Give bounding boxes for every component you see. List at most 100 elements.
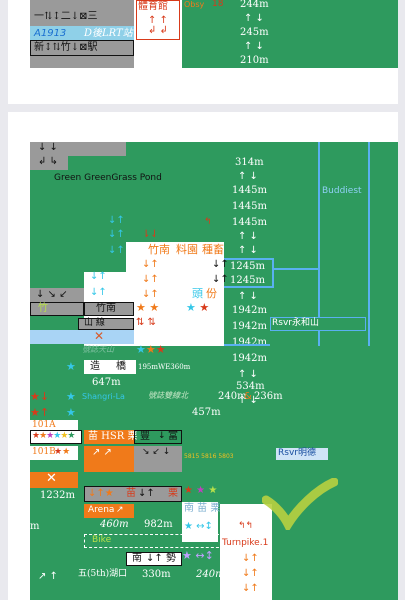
label-feng: 豐 (140, 431, 150, 442)
zhunan2-box (84, 302, 134, 316)
cyan-arrows-left: ↓↑ (90, 271, 107, 282)
star-violet: ★ ↔↕ (182, 549, 214, 562)
label-miao: 苗 (126, 488, 136, 499)
nanmiaoli-text: 南 苗 栗 (184, 503, 221, 514)
dist-330: 330m (142, 569, 171, 580)
top-arrows-1: ↑ ↓ (244, 13, 264, 24)
miaoli-stars-right: ★ ★ ★ (184, 485, 218, 496)
arrows-c: ↑ ↓ (238, 245, 258, 256)
dist-m-left: m (30, 521, 40, 532)
dist-314: 314m (235, 157, 264, 168)
top-row3-box (30, 40, 134, 56)
shanxian-box (78, 318, 134, 330)
top-obsy-name: Obsy (184, 0, 205, 9)
s101a-box (30, 420, 78, 430)
hsr-orange (84, 430, 134, 444)
top-row3: 新↕⇅竹↓⊠駅 (34, 42, 98, 53)
green-grass-label: Green GreenGrass Pond (54, 173, 162, 183)
cyan-star-zao: ★ (66, 360, 76, 373)
label-bike: Bike (92, 535, 112, 545)
miaoli-arrows-mid: ↓↑ (138, 488, 155, 499)
turnpike-arrows-2: ↓↑ (242, 568, 259, 579)
red-corner-arrow: ↰ (204, 217, 212, 227)
dist-1245-a: 1245m (230, 261, 265, 272)
label-fifth: 五(5th)湖口 (78, 569, 128, 579)
red-double-arrows: ⇅ ⇅ (136, 317, 156, 328)
grey-block-mid (134, 446, 182, 472)
label-arena: Arena (88, 505, 115, 515)
top-dist-3: 210m (240, 55, 269, 66)
obs2-label: 號誌雙線北 (148, 391, 188, 400)
cyan-arrow-1: ↓↑ (108, 215, 125, 226)
miaoli-arrows-left: ↓↑★ (88, 488, 114, 499)
left-bottom-arrows: ↗ ↑ (38, 571, 58, 582)
top-hall-box (136, 0, 180, 40)
dist-1245-b: 1245m (230, 275, 265, 286)
rsvr1-box (270, 317, 366, 331)
top-a1913: A1913 (34, 28, 67, 39)
orange-cross (30, 472, 78, 488)
label-shanxian: 山 線 (84, 318, 105, 328)
arrows-zhunan-1: ↓↑ (142, 259, 159, 270)
label-turnpike: Turnpike.1 (222, 538, 269, 548)
top-dist-1: 244m (240, 0, 269, 10)
nanshi-box (126, 552, 182, 566)
top-dist-2: 245m (240, 27, 269, 38)
dist-1942-b: 1942m (232, 321, 267, 332)
dist-1445-a: 1445m (232, 185, 267, 196)
top-green-block (182, 0, 398, 68)
dist-982: 982m (144, 519, 173, 530)
arena-arrow: ↗ (116, 505, 124, 515)
dist-460: 460m (100, 519, 129, 530)
label-hsr: 苗 HSR 栗 (88, 431, 138, 442)
check-mark-icon (262, 478, 338, 530)
grey-strip-2 (30, 156, 68, 170)
zhu-box (30, 302, 84, 316)
label-nanshi: 南 (132, 553, 142, 564)
dist-1232: 1232m (40, 490, 75, 501)
rsvr1-label: Rsvr永和山 (272, 318, 319, 328)
main-page: ↓ ↓ ↲ ↳ Green GreenGrass Pond Buddiest 3… (8, 112, 398, 600)
top-lrt: D後LRT站 (84, 28, 133, 39)
label-fen: 份 (206, 287, 217, 300)
top-obsy-num: 18 (212, 0, 224, 9)
label-zhu: 竹 (38, 303, 48, 314)
dist-240b: 240m (196, 569, 225, 580)
buddhist-label: Buddiest (322, 186, 362, 196)
feng-fu-box (134, 430, 182, 444)
label-li: 栗 (168, 488, 178, 499)
nanmiaoli-col (182, 502, 218, 542)
top-cyan-band (30, 26, 134, 40)
arrows-d: ↑ ↓ (238, 291, 258, 302)
top-row1: 一⇅↕二↓⊠三 (34, 11, 98, 22)
lightblue-left (30, 330, 78, 344)
arena-box (84, 504, 134, 518)
cyan-arrow-2: ↓↑ (108, 229, 125, 240)
nums-label: 5815 5816 5803 (184, 453, 234, 460)
label-zhunan2: 竹南 (96, 303, 116, 314)
star-row-2: ★★★ (136, 343, 166, 356)
star-row-1b: ★ ★ (186, 301, 210, 314)
label-101b: 101B (32, 447, 56, 457)
zaoqiao-box (84, 360, 136, 374)
cross-box-1-x: ✕ (94, 329, 105, 343)
dist-195: 195mWE360m (138, 363, 191, 371)
blue-link-rsvr (186, 344, 270, 346)
obs3-label: 號誌天山 (82, 345, 114, 354)
red-stars-101a: ★↓ (30, 390, 50, 403)
label-zhongjiang: 種畜 (202, 243, 224, 256)
label-liaoyuan: 料園 (176, 243, 198, 256)
dist-457: 457m (192, 407, 221, 418)
dist-236: 236m (254, 391, 283, 402)
orange-cross-x: ✕ (46, 471, 57, 486)
arrows-a: ↑ ↓ (238, 171, 258, 182)
turnpike-arrows-3: ↓↑ (242, 583, 259, 594)
label-shangri: Shangri-La (82, 392, 125, 401)
diag-arrows-orange: ↗ ↗ (92, 447, 112, 458)
buddhist-line-left (318, 142, 320, 346)
star-row-1: ★ ★ (136, 301, 160, 314)
rsvr2-box (276, 448, 328, 460)
multistar-box (30, 430, 82, 444)
nanshi-arrows: ↓↑ (146, 553, 163, 564)
dist-534: 534m (236, 381, 265, 392)
